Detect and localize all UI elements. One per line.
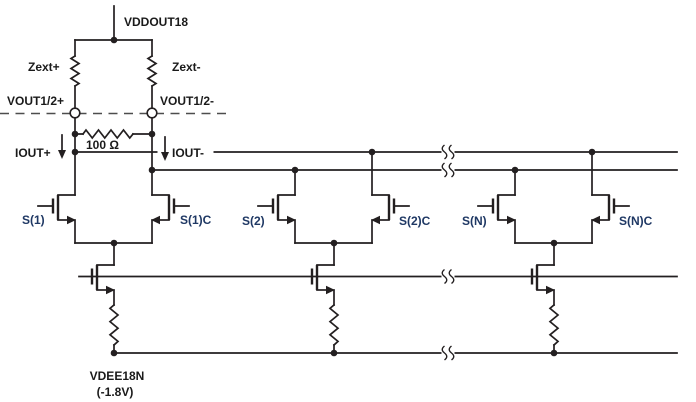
- vdee-junction-dot: [110, 349, 118, 357]
- junction-dot: [71, 130, 79, 138]
- mosfet-source-arrow: [546, 285, 555, 295]
- mosfet-source-arrow: [326, 285, 335, 295]
- junction-dot: [291, 166, 299, 174]
- break-squiggle: [441, 345, 455, 361]
- iout-plus-arrow-head: [58, 150, 66, 159]
- zext-plus-label: Zext+: [28, 60, 60, 74]
- zext-minus-resistor: [146, 54, 158, 88]
- junction-dot: [511, 166, 519, 174]
- mosfet-source-arrow: [67, 215, 76, 225]
- break-mask: [441, 269, 455, 284]
- shared-rails: [74, 151, 678, 354]
- degeneration-resistor: [548, 303, 560, 347]
- zext-plus-resistor: [69, 54, 81, 88]
- termination-value-label: 100 Ω: [86, 138, 119, 152]
- iout-plus-label: IOUT+: [15, 146, 51, 160]
- switch-s1c-label: S(1)C: [180, 213, 212, 227]
- mosfet-source-arrow: [287, 215, 296, 225]
- break-mask: [441, 345, 455, 361]
- cascode-mosfet: [310, 264, 335, 306]
- switch-mosfet-sn: [477, 194, 516, 244]
- iout-minus-arrow-head: [161, 152, 169, 161]
- mosfet-source-arrow: [151, 215, 160, 225]
- vss-voltage-label: (-1.8V): [97, 385, 134, 399]
- degeneration-resistor: [328, 303, 340, 347]
- switch-sn-label: S(N): [462, 214, 487, 228]
- vout-minus-label: VOUT1/2-: [160, 94, 214, 108]
- zext-minus-label: Zext-: [172, 60, 201, 74]
- vdd-junction-dot: [110, 36, 118, 44]
- cascode-mosfet: [530, 264, 555, 306]
- iout-current-arrows: [58, 134, 214, 161]
- vss-label: VDEE18N: [90, 369, 145, 383]
- junction-dot: [71, 148, 79, 156]
- current-cell-1: [37, 194, 190, 357]
- switch-mosfet-s1: [37, 194, 76, 244]
- break-squiggle: [441, 268, 455, 285]
- rail-break-marks: [441, 144, 455, 361]
- output-termination-network: [69, 5, 158, 196]
- mosfet-source-arrow: [591, 215, 600, 225]
- switch-snc-label: S(N)C: [619, 214, 653, 228]
- switch-mosfet-snc: [591, 194, 630, 244]
- vdd-label: VDDOUT18: [124, 15, 188, 29]
- termination-resistor: [81, 128, 135, 140]
- labels: VDDOUT18 Zext+ Zext- VOUT1/2+ VOUT1/2- 1…: [7, 15, 653, 399]
- iout-minus-label-mask: [157, 142, 214, 161]
- iout-minus-label: IOUT-: [172, 146, 204, 160]
- break-squiggle: [441, 162, 455, 178]
- switch-s1-label: S(1): [22, 213, 45, 227]
- junction-dot: [368, 148, 376, 156]
- junction-dot: [148, 166, 156, 174]
- switch-mosfet-s2: [257, 194, 296, 244]
- current-cell-n: [477, 148, 630, 357]
- mosfet-source-arrow: [371, 215, 380, 225]
- cascode-mosfet: [90, 264, 115, 306]
- break-mask: [441, 162, 455, 178]
- mosfet-source-arrow: [507, 215, 516, 225]
- vout-plus-label: VOUT1/2+: [7, 94, 64, 108]
- break-mask: [441, 144, 455, 160]
- current-cell-2: [257, 148, 410, 357]
- break-squiggle: [441, 144, 455, 160]
- vout-minus-terminal: [146, 107, 158, 119]
- mosfet-source-arrow: [106, 285, 115, 295]
- vdee-junction-dot: [330, 349, 338, 357]
- degeneration-resistor: [108, 303, 120, 347]
- switch-mosfet-s2c: [371, 194, 410, 244]
- switch-s2-label: S(2): [242, 214, 265, 228]
- switch-s2c-label: S(2)C: [399, 214, 431, 228]
- junction-dot: [148, 130, 156, 138]
- vout-plus-terminal: [69, 107, 81, 119]
- junction-dot: [588, 148, 596, 156]
- vdee-junction-dot: [550, 349, 558, 357]
- switch-mosfet-s1c: [151, 194, 190, 244]
